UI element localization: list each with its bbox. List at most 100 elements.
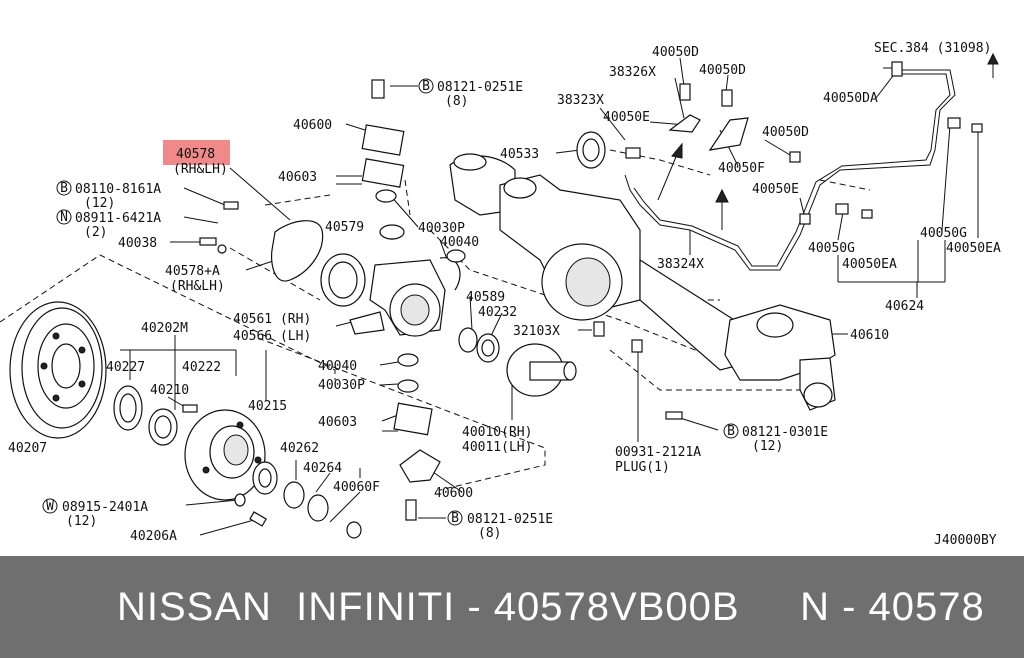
- gasket-40603-mid: [393, 402, 433, 436]
- clip-40050G: [835, 203, 849, 215]
- knuckle-40561: [349, 257, 461, 337]
- washer-40262: [283, 481, 305, 509]
- direction-arrows: [657, 52, 999, 230]
- footer-banner: NISSAN INFINITI - 40578VB00B N - 40578: [0, 556, 1024, 658]
- breather-32103X: [593, 321, 605, 337]
- label-40050E-a: 40050E: [603, 110, 650, 125]
- label-40050G-b: 40050G: [920, 226, 967, 241]
- label-40050D-a: 40050D: [652, 45, 699, 60]
- clip-40050G-right: [947, 117, 961, 129]
- label-40206A: 40206A: [130, 529, 177, 544]
- brake-disc-40207: [9, 301, 107, 439]
- label-40202M: 40202M: [141, 321, 188, 336]
- highlight-40578: [163, 140, 230, 165]
- label-40010: 40010(RH): [462, 425, 532, 440]
- label-40011: 40011(LH): [462, 440, 532, 455]
- label-40603-mid: 40603: [318, 415, 357, 430]
- label-qty12-c: (12): [66, 514, 97, 529]
- bushing-40030P-mid: [397, 379, 419, 393]
- label-40030P-top: 40030P: [418, 221, 465, 236]
- nut-08911: [217, 244, 227, 254]
- bracket-40050D: [668, 114, 701, 133]
- brake-pipe-40624: [624, 69, 956, 271]
- label-40050DA: 40050DA: [823, 91, 878, 106]
- label-40566: 40566 (LH): [233, 329, 311, 344]
- label-40060F: 40060F: [333, 480, 380, 495]
- label-08911-6421A: 08911-6421A: [75, 211, 161, 226]
- circle-B-bottom: B: [451, 511, 459, 526]
- label-40578-rhlh: (RH&LH): [173, 162, 228, 177]
- spindle-40010: [506, 343, 577, 397]
- kingpin-cap-40040: [446, 249, 466, 263]
- washer-08915: [234, 493, 246, 507]
- label-qty8-top: (8): [445, 94, 468, 109]
- bolt-40206A: [249, 511, 267, 527]
- kingpin-cap-40040-top: [379, 224, 405, 240]
- label-40050D-c: 40050D: [762, 125, 809, 140]
- label-40050D-b: 40050D: [699, 63, 746, 78]
- bolt-40038: [199, 237, 217, 246]
- plug-00931: [631, 339, 643, 353]
- label-40600-bot: 40600: [434, 486, 473, 501]
- drawing-number: J40000BY: [934, 533, 997, 548]
- nut-40264: [307, 494, 329, 522]
- label-40232: 40232: [478, 305, 517, 320]
- label-40040-top: 40040: [440, 235, 479, 250]
- clip-40050D-top: [679, 83, 691, 101]
- clip-40050EA-right: [971, 123, 983, 133]
- label-40050G-a: 40050G: [808, 241, 855, 256]
- label-qty2: (2): [84, 225, 107, 240]
- label-40561: 40561 (RH): [233, 312, 311, 327]
- label-40050E-b: 40050E: [752, 182, 799, 197]
- label-40578A-rhlh: (RH&LH): [170, 279, 225, 294]
- label-40050EA-b: 40050EA: [946, 241, 1001, 256]
- clip-40050D-mid: [721, 89, 733, 107]
- label-40579: 40579: [325, 220, 364, 235]
- label-40210: 40210: [150, 383, 189, 398]
- bolt-08121-bot: [405, 499, 417, 521]
- part-number-caption: NISSAN INFINITI - 40578VB00B N - 40578: [117, 584, 985, 629]
- label-40603-top: 40603: [278, 170, 317, 185]
- clip-40050EA: [861, 209, 873, 219]
- label-40040-mid: 40040: [318, 359, 357, 374]
- knuckle-40610: [724, 304, 836, 411]
- label-40050F-a: 40050F: [718, 161, 765, 176]
- part-labels: SEC.384 (31098) 40050DA 40050D 38326X 40…: [8, 41, 1001, 548]
- label-08121-0251E-top: 08121-0251E: [437, 80, 523, 95]
- clip-40050DA: [891, 61, 903, 77]
- label-40227: 40227: [106, 360, 145, 375]
- label-40030P-mid: 40030P: [318, 378, 365, 393]
- label-38326X: 38326X: [609, 65, 656, 80]
- leader-lines: [120, 57, 979, 536]
- cap-40600-top: [361, 124, 405, 156]
- circle-W: W: [46, 499, 54, 514]
- label-qty12-b: (12): [752, 439, 783, 454]
- circled-markers: B B N B W B: [42, 78, 739, 526]
- label-40262: 40262: [280, 441, 319, 456]
- label-40533: 40533: [500, 147, 539, 162]
- label-40215: 40215: [248, 399, 287, 414]
- label-qty8-bot: (8): [478, 526, 501, 541]
- label-40050EA-a: 40050EA: [842, 257, 897, 272]
- bolt-08121-0301E: [665, 411, 683, 420]
- bolt-08110: [223, 201, 239, 210]
- bushing-40040-mid: [397, 353, 419, 367]
- label-40264: 40264: [303, 461, 342, 476]
- label-40600-top: 40600: [293, 118, 332, 133]
- label-plug: PLUG(1): [615, 460, 670, 475]
- label-08915-2401A: 08915-2401A: [62, 500, 148, 515]
- clip-40050D-right: [789, 151, 801, 163]
- gasket-40603-top: [361, 158, 405, 188]
- label-00931-2121A: 00931-2121A: [615, 445, 701, 460]
- label-38324X: 38324X: [657, 257, 704, 272]
- bushing-40030P-top: [375, 189, 397, 203]
- label-40207: 40207: [8, 441, 47, 456]
- label-08121-0301E: 08121-0301E: [742, 425, 828, 440]
- clip-40050E: [625, 147, 641, 159]
- circle-N: N: [60, 210, 68, 225]
- label-40578A: 40578+A: [165, 264, 220, 279]
- circle-B-top: B: [422, 79, 430, 94]
- label-08121-0251E-bot: 08121-0251E: [467, 512, 553, 527]
- clip-40050E-right: [799, 213, 811, 225]
- label-08110-8161A: 08110-8161A: [75, 182, 161, 197]
